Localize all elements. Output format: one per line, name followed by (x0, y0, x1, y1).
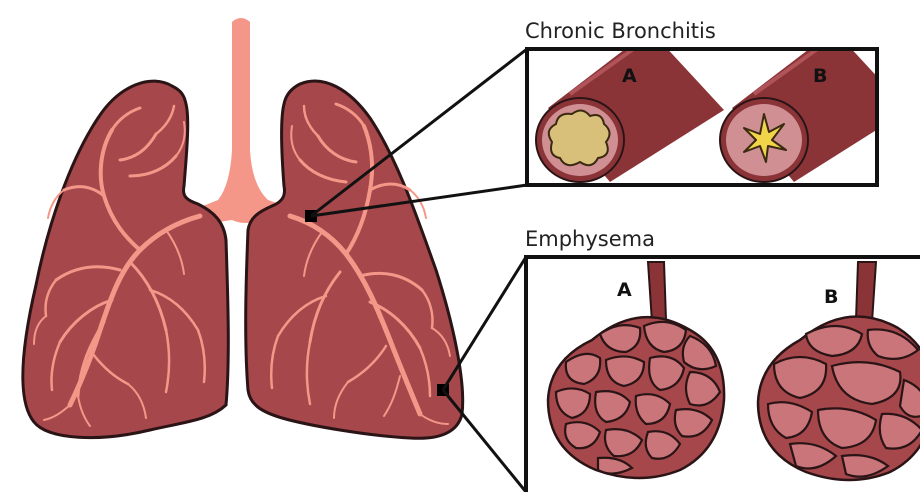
emphysema-label-b: B (824, 286, 838, 308)
lungs-illustration (23, 18, 463, 438)
emphysema-title: Emphysema (525, 227, 655, 251)
emphysema-panel: Emphysema (525, 227, 920, 492)
bronchitis-label-a: A (622, 65, 637, 87)
bronchitis-panel: Chronic Bronchitis A B (525, 19, 908, 185)
emphysema-label-a: A (617, 279, 632, 301)
mucus-plug-a (549, 110, 610, 165)
bronchitis-label-b: B (813, 65, 827, 87)
bronchitis-title: Chronic Bronchitis (525, 19, 716, 43)
